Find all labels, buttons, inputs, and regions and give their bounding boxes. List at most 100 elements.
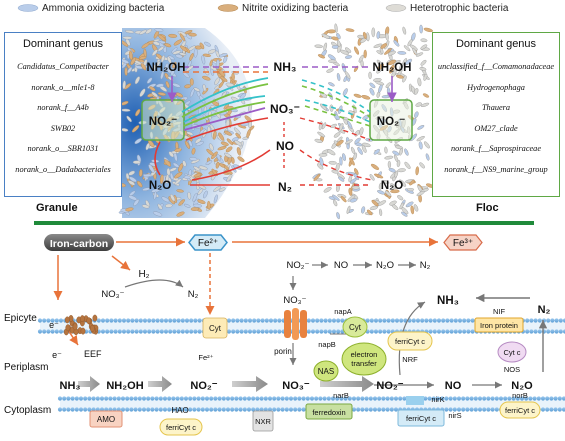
lipid-head xyxy=(239,329,244,334)
lipid-head xyxy=(179,407,184,412)
lipid-head xyxy=(318,396,323,401)
bacterium-cell xyxy=(351,185,360,190)
lipid-head xyxy=(448,396,453,401)
lipid-head xyxy=(452,396,457,401)
lipid-head xyxy=(385,396,390,401)
lipid-head xyxy=(180,318,185,323)
lipid-head xyxy=(57,396,63,401)
lipid-head xyxy=(150,396,155,401)
bacterium-cell xyxy=(346,205,351,215)
bacterium-cell xyxy=(188,140,193,147)
lipid-head xyxy=(235,329,240,334)
bacterium-cell xyxy=(151,49,158,56)
lipid-head xyxy=(356,396,361,401)
lipid-head xyxy=(196,396,201,401)
lipid-head xyxy=(225,396,231,401)
bacterium-cell xyxy=(175,54,183,59)
bacterium-cell xyxy=(323,42,328,51)
lipid-head xyxy=(445,318,450,323)
bacterium-cell xyxy=(377,190,385,195)
bacterium-cell xyxy=(334,23,338,33)
bacterium-cell xyxy=(139,56,147,60)
lipid-head xyxy=(95,396,100,401)
bacterium-cell xyxy=(226,138,234,146)
bacterium-cell xyxy=(354,137,361,144)
bacterium-cell xyxy=(404,148,409,156)
bacterium-cell xyxy=(231,156,235,164)
lipid-head xyxy=(70,396,75,401)
lipid-head xyxy=(494,396,499,401)
lipid-head xyxy=(197,318,202,323)
bacterium-cell xyxy=(397,51,407,55)
bacterium-cell xyxy=(155,83,164,88)
bacterium-cell xyxy=(385,32,389,41)
bacterium-cell xyxy=(206,148,214,156)
lipid-head xyxy=(129,407,134,412)
lipid-head xyxy=(441,329,446,334)
lipid-head xyxy=(490,407,495,412)
lipid-head xyxy=(494,407,499,412)
bacterium-cell xyxy=(160,174,164,184)
bacterium-cell xyxy=(379,208,383,216)
bacterium-cell xyxy=(203,190,208,199)
nirs-ferricyt-label: ferriCyt c xyxy=(406,414,436,423)
bacterium-cell xyxy=(371,27,376,38)
lipid-head xyxy=(330,396,336,401)
porin-label: porin xyxy=(274,347,292,356)
lipid-head xyxy=(351,396,357,401)
lipid-head xyxy=(133,396,138,401)
lipid-head xyxy=(545,407,550,412)
bacterium-cell xyxy=(328,82,335,87)
floc-genus-list: unclassified_f__Comamonadaceae Hydrogeno… xyxy=(433,57,559,180)
bacterium-cell xyxy=(174,148,182,152)
lipid-head xyxy=(151,329,156,334)
cyt2-label: Cyt xyxy=(349,323,362,332)
bacterium-cell xyxy=(317,54,326,59)
lipid-head xyxy=(382,329,387,334)
lipid-head xyxy=(456,407,462,412)
bacterium-cell xyxy=(172,162,180,168)
lipid-head xyxy=(420,318,425,323)
nas-label: NAS xyxy=(318,367,334,376)
bacterium-cell xyxy=(127,67,133,74)
bacterium-cell xyxy=(218,81,224,89)
bacterium-cell xyxy=(169,172,174,180)
lipid-head xyxy=(301,396,306,401)
bacterium-cell xyxy=(189,88,195,98)
lipid-head xyxy=(167,407,172,412)
lipid-head xyxy=(200,396,205,401)
lipid-head xyxy=(172,329,177,334)
bacterium-cell xyxy=(323,187,332,193)
bacterium-cell xyxy=(369,82,376,89)
bacterium-cell xyxy=(399,202,404,210)
bacterium-cell xyxy=(157,92,166,96)
lipid-head xyxy=(239,318,244,323)
lipid-head xyxy=(255,407,260,412)
nrf-label: NRF xyxy=(402,355,418,364)
bacterium-cell xyxy=(344,139,353,145)
lipid-head xyxy=(319,329,324,334)
lipid-head xyxy=(192,407,197,412)
iron-carbon-label: Iron-carbon xyxy=(50,238,108,250)
lipid-head xyxy=(280,396,285,401)
lipid-head xyxy=(473,396,478,401)
bacterium-cell xyxy=(138,169,143,177)
cytc-blob xyxy=(497,341,527,363)
bacterium-cell xyxy=(225,82,235,87)
bacterium-cell xyxy=(133,198,140,207)
bacterium-cell xyxy=(160,54,165,63)
bacterium-cell xyxy=(402,26,407,35)
lipid-head xyxy=(435,396,441,401)
eef-label: EEF xyxy=(84,349,102,359)
lipid-head xyxy=(133,407,138,412)
bacterium-cell xyxy=(362,142,371,148)
lipid-head xyxy=(175,407,180,412)
lipid-head xyxy=(147,329,152,334)
lipid-head xyxy=(529,329,534,334)
bacterium-cell xyxy=(193,87,201,92)
lipid-head xyxy=(141,396,147,401)
lipid-head xyxy=(171,396,176,401)
lipid-head xyxy=(105,318,110,323)
lipid-head xyxy=(424,318,429,323)
genus-item: norank_o__mle1-8 xyxy=(31,82,95,92)
